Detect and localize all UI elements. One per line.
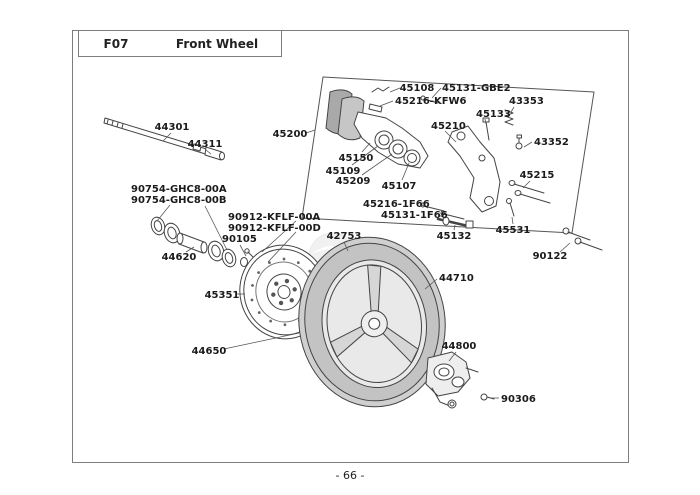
part-label-45150: 45150 [339,153,374,164]
part-labels: 44301 44311 45200 45108 45216-KFW6 45131… [131,83,569,405]
part-label-45216-1f66: 45216-1F66 [363,199,430,210]
axle-bolts-parts [562,227,603,251]
part-label-90912-kflf-00a: 90912-KFLF-00A [228,212,320,223]
part-label-45133: 45133 [476,109,511,120]
part-label-43352: 43352 [534,137,569,148]
part-label-45216-kfw6: 45216-KFW6 [395,96,467,107]
part-label-45109: 45109 [326,166,361,177]
part-label-45215: 45215 [520,170,555,181]
part-label-45209: 45209 [336,176,371,187]
part-label-90105: 90105 [222,234,257,245]
part-label-44800: 44800 [442,341,477,352]
caliper-bracket-part [447,125,501,213]
part-label-45210: 45210 [431,121,466,132]
part-label-45131-1f66: 45131-1F66 [381,210,448,221]
part-label-90306: 90306 [501,394,536,405]
part-label-90122: 90122 [533,251,568,262]
part-label-44311: 44311 [188,139,223,150]
part-label-44650: 44650 [192,346,227,357]
part-label-44620: 44620 [162,252,197,263]
part-label-43353: 43353 [509,96,544,107]
bearing-seal-parts [150,216,237,268]
part-label-45131-gbe2: 45131-GBE2 [442,83,511,94]
diagram-border [72,30,629,463]
part-label-90754-ghc8-00b: 90754-GHC8-00B [131,195,227,206]
leader-lines [156,87,571,399]
page-title: Front Wheel [153,30,282,57]
part-label-44301: 44301 [155,122,190,133]
part-label-45351: 45351 [205,290,240,301]
part-label-42753: 42753 [327,231,362,242]
part-label-45200: 45200 [273,129,308,140]
axle-part [103,117,225,161]
speedometer-gearbox-part [425,351,495,409]
small-fasteners-parts [420,109,551,229]
caliper-body-part [353,111,429,169]
part-label-45132: 45132 [437,231,472,242]
brake-pads-part [325,86,439,141]
part-label-90754-ghc8-00a: 90754-GHC8-00A [131,184,227,195]
front-wheel-part [298,236,446,408]
part-label-45107: 45107 [382,181,417,192]
part-label-44710: 44710 [439,273,474,284]
part-label-45108: 45108 [400,83,435,94]
page-number: - 66 - [335,469,365,482]
part-label-45531: 45531 [496,225,531,236]
part-label-90912-kflf-00d: 90912-KFLF-00D [228,223,321,234]
section-code: F07 [78,30,154,57]
